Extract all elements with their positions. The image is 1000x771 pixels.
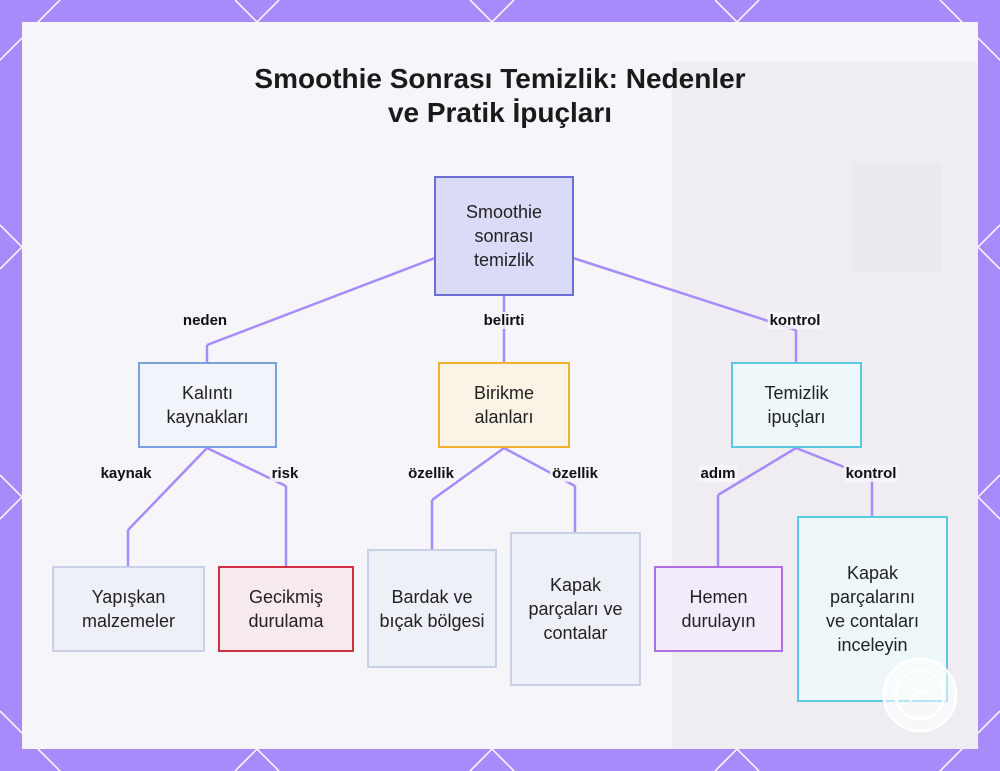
node-root-label: Smoothie sonrası temizlik [465, 202, 543, 270]
node-cleaning-tips: Temizlik ipuçları [731, 362, 862, 448]
edge-tips-rinse [717, 446, 797, 497]
edge-label-neden: neden [180, 312, 230, 329]
node-sticky-ingredients: Yapışkan malzemeler [52, 566, 205, 652]
node-residue-sources: Kalıntı kaynakları [138, 362, 277, 448]
edge-residue-sticky [127, 447, 208, 531]
edge-root-residue [206, 256, 436, 347]
title-line-1: Smoothie Sonrası Temizlik: Nedenler [254, 63, 746, 94]
edge-label-kontrol-bottom: kontrol [843, 465, 899, 482]
edge-buildup-cup [431, 446, 505, 502]
node-cleaning-tips-label: Temizlik ipuçları [764, 383, 829, 427]
edge-label-adim: adım [698, 465, 738, 482]
node-lid-parts: Kapak parçaları ve contalar [510, 532, 641, 686]
edge-root-tips [572, 256, 797, 332]
page-title: Smoothie Sonrası Temizlik: Nedenler ve P… [0, 62, 1000, 130]
edge-label-ozellik-2: özellik [550, 465, 600, 482]
edge-label-ozellik-1: özellik [406, 465, 456, 482]
watermark-logo-icon [882, 657, 958, 733]
node-delayed-label: Gecikmiş durulama [248, 587, 324, 631]
node-root: Smoothie sonrası temizlik [434, 176, 574, 296]
edge-label-kontrol-top: kontrol [767, 312, 823, 329]
node-cup-blade-label: Bardak ve bıçak bölgesi [379, 586, 485, 631]
node-buildup-areas: Birikme alanları [438, 362, 570, 448]
edge-label-kaynak: kaynak [98, 465, 154, 482]
edge-label-risk: risk [269, 465, 301, 482]
background-blur-block [852, 162, 942, 272]
node-lid-parts-label: Kapak parçaları ve contalar [528, 575, 623, 643]
node-delayed-rinse: Gecikmiş durulama [218, 566, 354, 652]
node-rinse-label: Hemen durulayın [681, 587, 756, 631]
node-cup-blade: Bardak ve bıçak bölgesi [367, 549, 497, 668]
node-sticky-label: Yapışkan malzemeler [81, 587, 176, 631]
node-residue-sources-label: Kalıntı kaynakları [166, 383, 249, 427]
node-buildup-areas-label: Birikme alanları [473, 383, 534, 427]
title-line-2: ve Pratik İpuçları [387, 97, 613, 128]
node-inspect-label: Kapak parçalarını ve contaları inceleyin [825, 563, 920, 655]
edge-label-belirti: belirti [481, 312, 527, 329]
node-rinse-immediately: Hemen durulayın [654, 566, 783, 652]
